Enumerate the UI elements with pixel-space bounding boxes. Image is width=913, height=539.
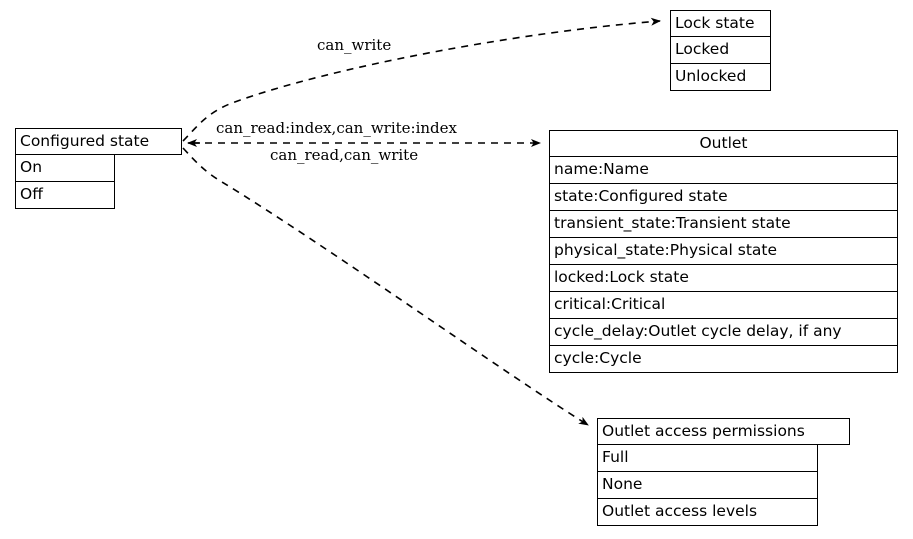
- edge-label-can-write: can_write: [317, 36, 392, 54]
- node-outlet-access-permissions-row-full: Full: [597, 445, 818, 472]
- edge-configured-state-to-outlet-access-permissions: [182, 147, 589, 426]
- node-configured-state[interactable]: Configured state On Off: [15, 128, 182, 209]
- node-lock-state-row-locked: Locked: [670, 37, 771, 64]
- node-lock-state[interactable]: Lock state Locked Unlocked: [670, 10, 771, 91]
- node-lock-state-header: Lock state: [670, 10, 771, 37]
- node-outlet-access-permissions-row-levels: Outlet access levels: [597, 499, 818, 526]
- node-outlet-header: Outlet: [549, 130, 898, 157]
- node-configured-state-row-on: On: [15, 155, 115, 182]
- node-outlet-row-physical-state: physical_state:Physical state: [549, 238, 898, 265]
- node-outlet-row-cycle-delay: cycle_delay:Outlet cycle delay, if any: [549, 319, 898, 346]
- node-configured-state-header: Configured state: [15, 128, 182, 155]
- node-outlet-access-permissions-header: Outlet access permissions: [597, 418, 850, 445]
- node-lock-state-row-unlocked: Unlocked: [670, 64, 771, 91]
- node-outlet-row-locked: locked:Lock state: [549, 265, 898, 292]
- node-outlet-row-name: name:Name: [549, 157, 898, 184]
- edge-label-can-read-can-write: can_read,can_write: [270, 146, 419, 164]
- edge-label-can-read-index-can-write-index: can_read:index,can_write:index: [216, 119, 457, 137]
- node-outlet-row-critical: critical:Critical: [549, 292, 898, 319]
- node-outlet[interactable]: Outlet name:Name state:Configured state …: [549, 130, 898, 373]
- node-outlet-access-permissions-row-none: None: [597, 472, 818, 499]
- node-outlet-row-transient-state: transient_state:Transient state: [549, 211, 898, 238]
- node-configured-state-row-off: Off: [15, 182, 115, 209]
- node-outlet-row-cycle: cycle:Cycle: [549, 346, 898, 373]
- node-outlet-row-state: state:Configured state: [549, 184, 898, 211]
- node-outlet-access-permissions[interactable]: Outlet access permissions Full None Outl…: [597, 418, 850, 526]
